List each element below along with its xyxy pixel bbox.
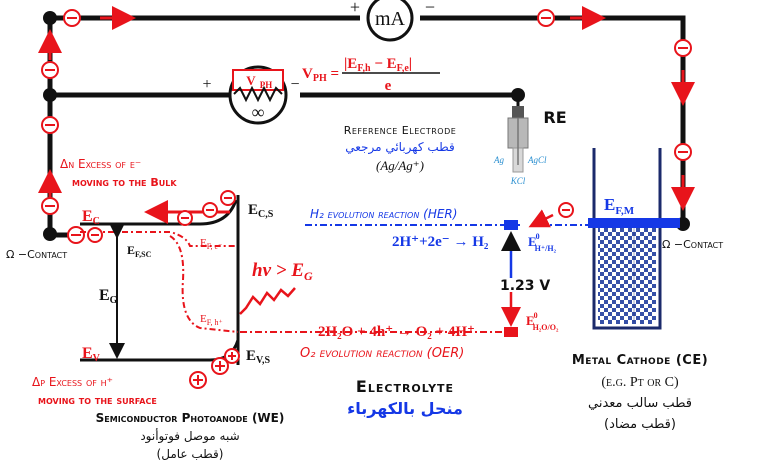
re-agcl-label: AgCl [527,155,547,165]
re-arabic: قطب كهربائي مرجعي [345,140,454,155]
vph-formula-lhs: VPH = [302,66,339,84]
resistor-zigzag [233,85,283,103]
hole-excess-text-2: moving to the surface [38,394,157,407]
oer-title: O₂ evolution reaction (OER) [300,346,464,361]
her-title: H₂ evolution reaction (HER) [310,207,457,221]
her-equation: 2H⁺+2e⁻ → H₂ [392,234,489,250]
vph-sub: PH [260,80,273,90]
current-arrows [38,6,695,211]
efsc-label: EF,SC [127,243,152,259]
efm-label: EF,M [604,195,635,217]
cathode-mesh [598,228,656,324]
conduction-band [80,199,238,226]
electron-excess-text: Δn Excess of e⁻ [60,157,141,171]
cathode-arabic-1: قطب سالب معدني [588,396,692,411]
efh-label: EF, h⁺ [200,313,223,327]
electron-to-her-arrow [528,209,554,228]
electrochemical-cell [588,148,680,330]
oer-equation: 2H₂O + 4h⁺ → O₂ + 4H⁺ [318,324,475,340]
cathode-plate [588,218,680,228]
ev-label: EV [82,345,101,364]
photoanode-arabic-2: (قطب عامل) [157,447,224,461]
oer-marker [504,327,518,337]
vph-plus: + [202,76,211,93]
band-diagram [80,190,296,389]
ec-label: EC [82,208,100,227]
re-label: RE [543,108,566,127]
photon-energy-label: hν > EG [252,260,313,283]
vph-formula-numerator: |EF,h − EF,e| [344,56,412,74]
wire-nodes [43,11,690,241]
cathode-contact-label: Ω −Contact [662,238,723,251]
vph-meter: V PH ∞ + − [202,65,300,125]
eg-label: EG [99,287,118,306]
ammeter-label: mA [375,8,406,30]
ecs-label: EC,S [248,202,274,220]
ammeter: mA + − [350,0,435,42]
electrolyte-label: Electrolyte [356,377,454,396]
photon-wave [239,287,296,315]
cathode-title: Metal Cathode (CE) [572,353,708,368]
re-ag-label: Ag [493,155,504,165]
re-kcl-label: KCl [510,176,526,186]
vph-formula-denominator: e [385,78,392,94]
cathode-example: (e.g. Pt or C) [601,375,679,390]
fermi-hole [169,235,239,333]
efe-label: EF, e⁻ [200,237,222,251]
electrolyte-arabic: منحل بالكهرباء [347,399,463,418]
hole-excess-text: Δp Excess of h⁺ [32,375,113,389]
fermi-electron [80,231,236,247]
ammeter-plus: + [350,0,360,17]
her-marker [504,220,518,230]
potential-gap-label: 1.23 V [500,278,550,294]
vph-label: V [246,73,256,88]
infinity-symbol: ∞ [252,102,265,122]
ammeter-minus: − [425,0,435,17]
evs-label: EV,S [246,348,270,366]
re-formula: (Ag/Ag⁺) [376,158,424,173]
vph-formula: VPH = |EF,h − EF,e| e [302,56,440,94]
vph-minus: − [290,76,299,93]
cathode-arabic-2: (قطب مضاد) [604,417,676,432]
anode-contact-label: Ω −Contact [6,248,67,261]
cathode-electron [558,202,574,218]
valence-band [80,339,240,362]
photoanode-title: Semiconductor Photoanode (WE) [96,411,285,425]
photoanode-arabic-1: شبه موصل فوتوأنود [140,428,239,444]
re-title: Reference Electrode [344,124,457,137]
electron-excess-text-2: moving to the Bulk [72,176,177,189]
reference-electrode: RE Ag AgCl KCl [493,95,567,186]
wire-electrons [41,9,692,244]
